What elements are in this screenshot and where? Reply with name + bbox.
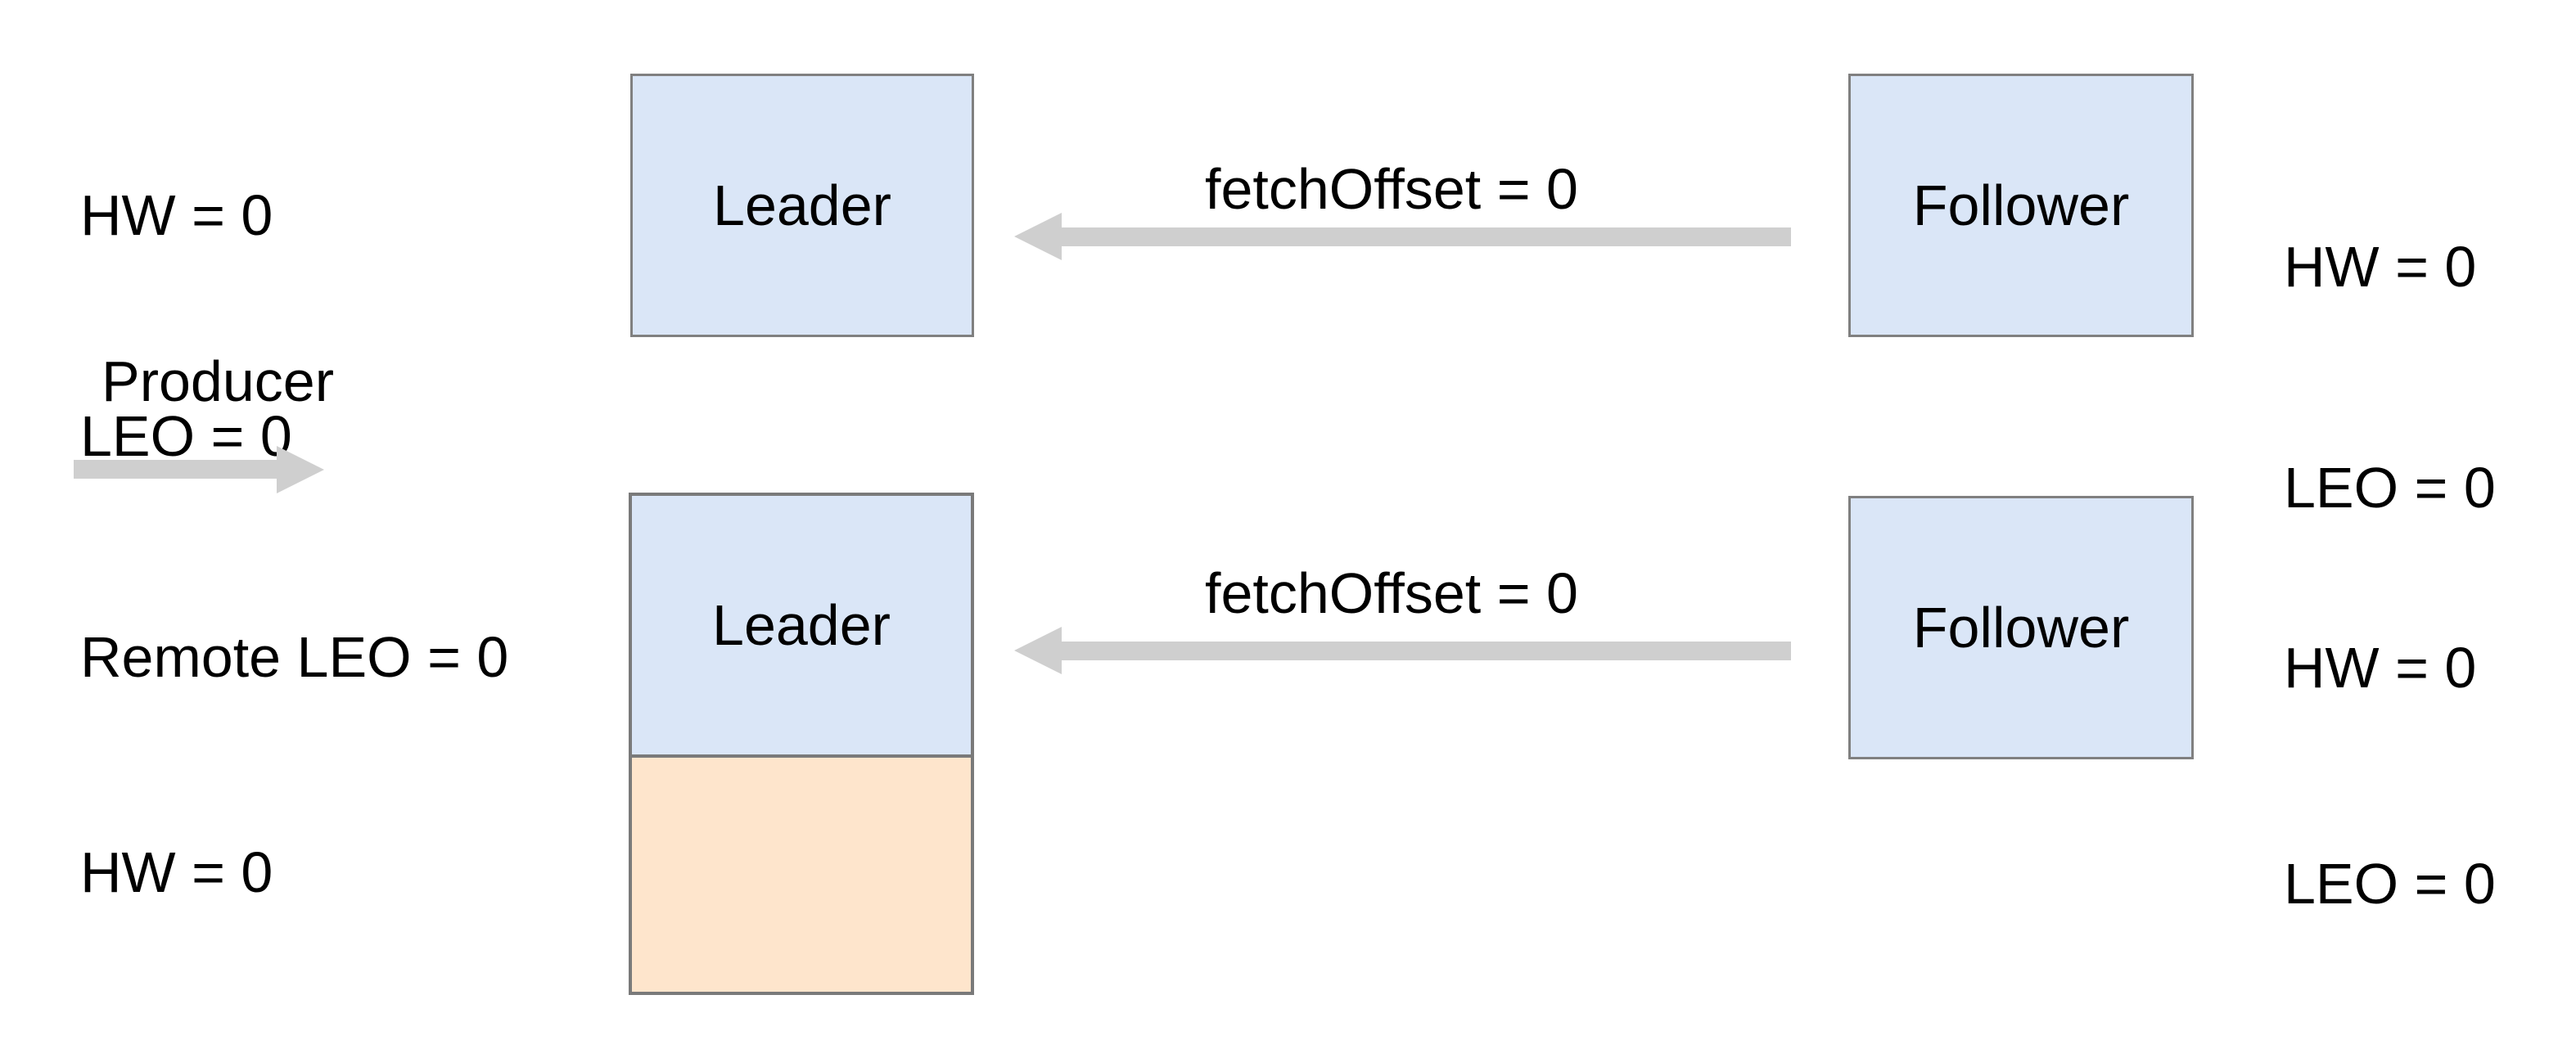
fetch-arrow-top-shaft bbox=[1061, 227, 1791, 246]
follower-box-top: Follower bbox=[1848, 74, 2194, 337]
leader-box-bottom: Leader bbox=[629, 493, 974, 995]
fetch-arrow-bottom-shaft bbox=[1061, 642, 1791, 660]
leader-box-bottom-committed-section: Leader bbox=[632, 496, 971, 758]
producer-arrow-shaft bbox=[74, 460, 278, 479]
annotation-line: HW = 0 bbox=[2284, 235, 2477, 299]
annotation-bottom-right: HW = 0 LEO = 0 bbox=[2284, 488, 2496, 1040]
follower-box-bottom: Follower bbox=[1848, 496, 2194, 759]
annotation-bottom-left: HW = 0 Remote LEO = 0 bbox=[80, 678, 508, 1040]
follower-box-bottom-label: Follower bbox=[1912, 596, 2130, 660]
leader-box-bottom-label: Leader bbox=[712, 593, 891, 657]
leader-box-top-label: Leader bbox=[713, 173, 891, 237]
follower-box-top-label: Follower bbox=[1912, 173, 2130, 237]
annotation-line: LEO = 0 bbox=[2284, 456, 2496, 520]
leader-box-bottom-uncommitted-section bbox=[632, 758, 971, 992]
annotation-line: HW = 0 bbox=[80, 183, 273, 247]
annotation-line: Remote LEO = 0 bbox=[80, 625, 509, 689]
annotation-top-left: HW = 0 LEO = 0 Remote LEO = 0 bbox=[80, 31, 508, 841]
producer-arrow-head bbox=[277, 446, 324, 493]
fetch-arrow-top-head bbox=[1014, 213, 1062, 260]
annotation-line: HW = 0 bbox=[80, 840, 273, 904]
fetch-arrow-label-bottom: fetchOffset = 0 bbox=[1205, 561, 1578, 625]
annotation-top-right: HW = 0 LEO = 0 bbox=[2284, 83, 2496, 672]
annotation-line: LEO = 0 bbox=[2284, 852, 2496, 916]
leader-box-top: Leader bbox=[630, 74, 974, 337]
producer-label: Producer bbox=[102, 349, 335, 413]
annotation-line: LEO = 0 bbox=[80, 404, 292, 468]
annotation-line: HW = 0 bbox=[2284, 636, 2477, 700]
fetch-arrow-bottom-head bbox=[1014, 627, 1062, 674]
fetch-arrow-label-top: fetchOffset = 0 bbox=[1205, 157, 1578, 221]
